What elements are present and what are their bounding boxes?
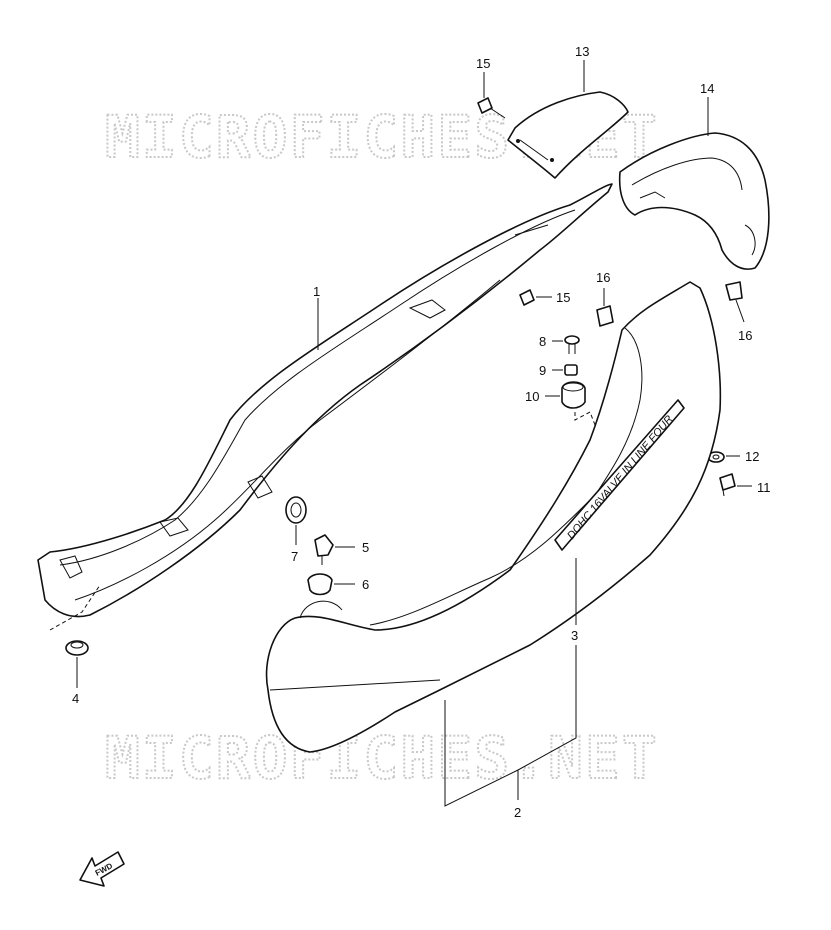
part-16-clip-left (596, 305, 614, 327)
callout-6: 6 (362, 577, 369, 592)
leader-2 (444, 645, 577, 807)
callout-5: 5 (362, 540, 369, 555)
callout-15a: 15 (476, 56, 490, 71)
callout-9: 9 (539, 363, 546, 378)
part-15-bolt-top (477, 97, 506, 119)
fwd-arrow-icon: FWD (79, 851, 125, 887)
leader-4-dash (49, 584, 101, 631)
callout-16a: 16 (596, 270, 610, 285)
part-16-clip-right (725, 281, 743, 301)
callout-7: 7 (291, 549, 298, 564)
part-2-side-cover (265, 281, 722, 753)
callout-2: 2 (514, 805, 521, 820)
callout-15b: 15 (556, 290, 570, 305)
part-10-cushion (561, 381, 586, 409)
callout-3: 3 (571, 628, 578, 643)
part-8-screw (564, 335, 580, 354)
part-11-screw (719, 473, 736, 497)
callout-4: 4 (72, 691, 79, 706)
part-14-tail-piece (618, 132, 770, 270)
part-1-frame-cover (37, 183, 613, 618)
leader-16b (735, 299, 745, 323)
watermark-bottom: MICROFICHES.NET (105, 724, 659, 792)
part-7-grommet (285, 496, 307, 524)
callout-12: 12 (745, 449, 759, 464)
part-6-nut (307, 573, 333, 596)
part-4-grommet (65, 640, 89, 656)
callout-1: 1 (313, 284, 320, 299)
callout-14: 14 (700, 81, 714, 96)
callout-10: 10 (525, 389, 539, 404)
part-9-collar (564, 364, 578, 376)
leader-10-dash (574, 411, 596, 426)
part-15-bolt-mid (519, 289, 535, 306)
part-13-cover (507, 91, 629, 179)
part-5-clip (314, 534, 334, 565)
callout-16b: 16 (738, 328, 752, 343)
callout-13: 13 (575, 44, 589, 59)
callout-8: 8 (539, 334, 546, 349)
callout-11: 11 (757, 480, 771, 495)
